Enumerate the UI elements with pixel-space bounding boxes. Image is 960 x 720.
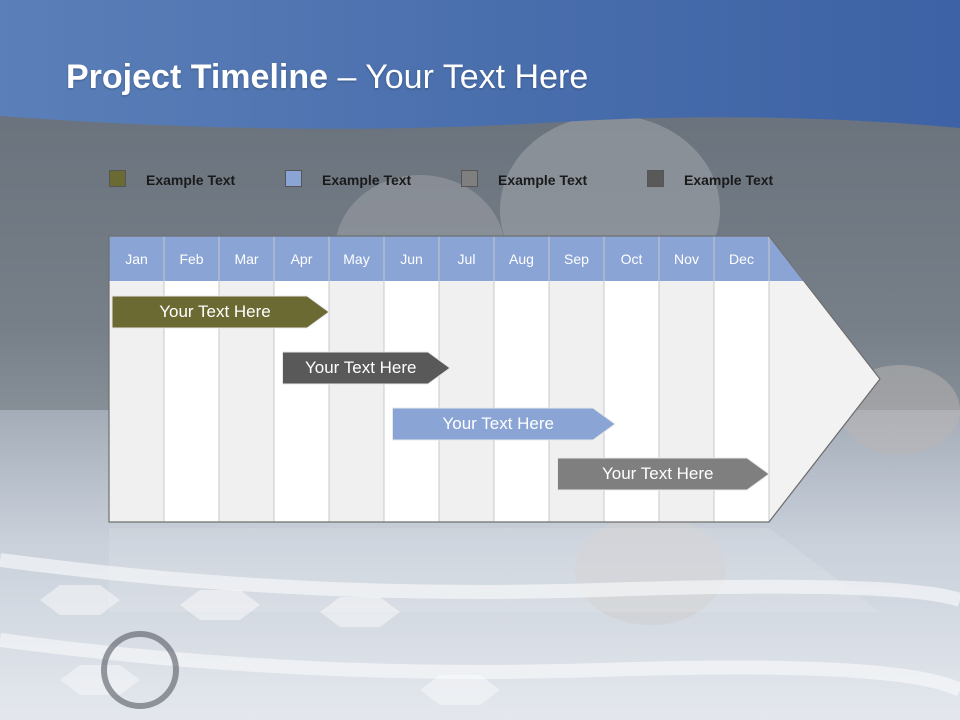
month-label-mar: Mar (234, 251, 258, 267)
task-label-3: Your Text Here (442, 414, 554, 433)
month-label-aug: Aug (509, 251, 534, 267)
arrow-outline (108, 235, 881, 523)
month-label-sep: Sep (564, 251, 589, 267)
title-rest: – Your Text Here (328, 58, 589, 96)
month-label-jan: Jan (125, 251, 148, 267)
month-column-jul (439, 281, 494, 522)
task-bar-1 (111, 295, 330, 329)
month-label-feb: Feb (179, 251, 203, 267)
diagram-reflection (109, 528, 880, 612)
task-label-2: Your Text Here (304, 358, 417, 377)
task-bar-4 (557, 457, 770, 491)
legend-swatch-1 (109, 170, 126, 187)
page-title: Project Timeline – Your Text Here (66, 58, 588, 97)
month-label-apr: Apr (291, 251, 313, 267)
task-bar-2 (282, 351, 451, 385)
task-label-1: Your Text Here (159, 302, 271, 321)
month-label-jun: Jun (400, 251, 423, 267)
legend-label-1: Example Text (146, 172, 236, 188)
legend-swatch-2 (285, 170, 302, 187)
legend-swatch-3 (461, 170, 478, 187)
month-label-nov: Nov (674, 251, 699, 267)
month-label-oct: Oct (621, 251, 643, 267)
task-bar-3 (392, 407, 616, 441)
month-label-jul: Jul (458, 251, 476, 267)
title-bold: Project Timeline (66, 58, 329, 96)
legend-label-2: Example Text (322, 172, 412, 188)
month-label-may: May (343, 251, 369, 267)
month-label-dec: Dec (729, 251, 754, 267)
month-header-band (109, 236, 805, 281)
month-column-may (329, 281, 384, 522)
month-column-aug (494, 281, 549, 522)
task-label-4: Your Text Here (601, 464, 714, 483)
month-column-jun (384, 281, 439, 522)
legend-label-3: Example Text (498, 172, 588, 188)
legend-label-4: Example Text (684, 172, 774, 188)
legend-swatch-4 (647, 170, 664, 187)
legend: Example Text Example Text Example Text E… (0, 0, 960, 200)
